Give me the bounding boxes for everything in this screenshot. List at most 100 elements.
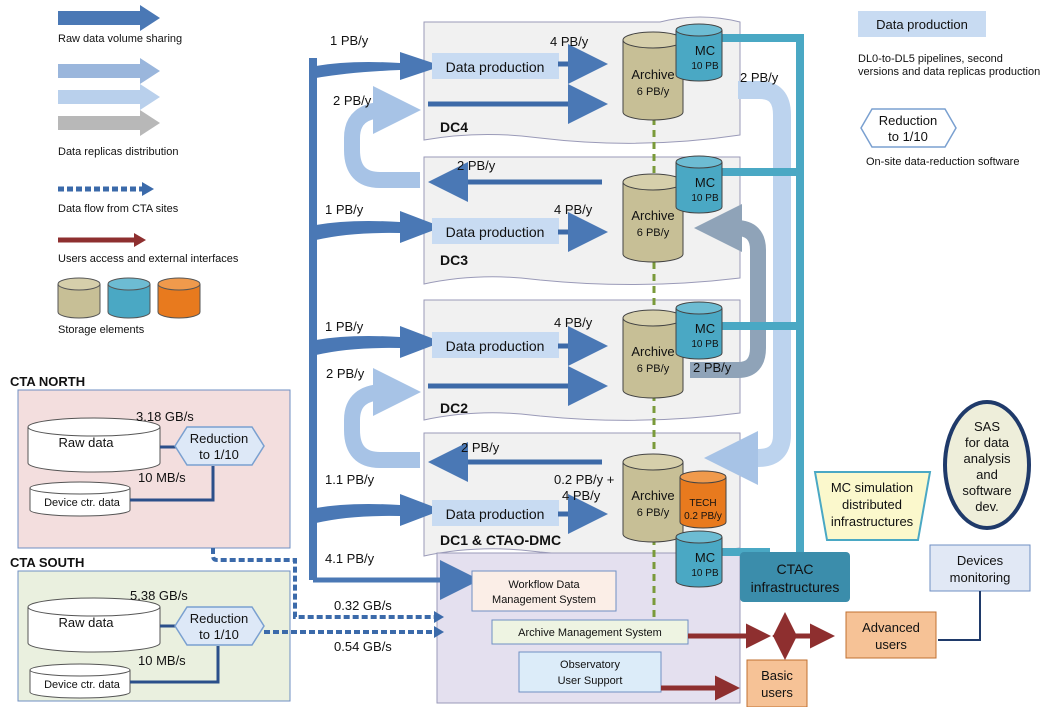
svg-text:User Support: User Support xyxy=(558,675,623,687)
replica-arrow-icon-2 xyxy=(58,84,160,110)
svg-text:MC: MC xyxy=(695,175,715,190)
workflow-data-management-box xyxy=(471,570,617,612)
svg-text:CTAC: CTAC xyxy=(776,561,813,577)
north-rate: 3.18 GB/s xyxy=(136,409,194,424)
svg-text:users: users xyxy=(761,685,793,700)
dc4-archive-cylinder xyxy=(622,40,684,121)
dc4-to-dc1-replica-arrow xyxy=(704,81,791,485)
svg-text:Device ctr. data: Device ctr. data xyxy=(44,679,121,691)
dc4-to-archive-rate: 4 PB/y xyxy=(550,34,589,49)
svg-text:6 PB/y: 6 PB/y xyxy=(637,86,670,98)
legend: Raw data volume sharing Data replicas di… xyxy=(57,5,1040,336)
svg-text:infrastructures: infrastructures xyxy=(751,579,840,595)
dc4-in-rate: 1 PB/y xyxy=(330,33,369,48)
svg-text:Raw data: Raw data xyxy=(59,615,115,630)
svg-text:analysis: analysis xyxy=(964,451,1011,466)
svg-text:Reduction: Reduction xyxy=(190,611,249,626)
svg-text:On-site data-reduction softwar: On-site data-reduction software xyxy=(866,156,1019,168)
south-out-rate: 0.54 GB/s xyxy=(334,639,392,654)
advanced-users-box[interactable] xyxy=(845,611,937,659)
svg-text:to 1/10: to 1/10 xyxy=(199,627,239,642)
raw-data-network xyxy=(309,52,480,600)
storage-dc1: Archive 6 PB/y TECH 0.2 PB/y MC 10 PB xyxy=(622,453,727,588)
south-device-cylinder xyxy=(29,670,131,699)
svg-text:Workflow Data: Workflow Data xyxy=(508,579,580,591)
dc2-out-rate: 2 PB/y xyxy=(693,360,732,375)
dc3-archive-cylinder xyxy=(622,182,684,263)
dc3-data-production xyxy=(432,218,559,244)
raw-sharing-arrow-icon xyxy=(58,5,160,31)
south-reduction-hexagon xyxy=(174,606,265,646)
legend-replicas: Data replicas distribution xyxy=(58,146,178,158)
dc1-data-production xyxy=(432,500,559,526)
data-production-row-dc2: Data production 4 PB/y 1 PB/y 2 PB/y DC2… xyxy=(325,315,732,416)
storage-icons xyxy=(57,277,201,319)
dc3-to-archive-rate: 4 PB/y xyxy=(554,202,593,217)
dc2-label: DC2 xyxy=(440,400,468,416)
dc4-out-rate: 2 PB/y xyxy=(740,70,779,85)
total-rate: 4.1 PB/y xyxy=(325,551,375,566)
south-rate: 5.38 GB/s xyxy=(130,588,188,603)
dc3-replica-out-rate: 2 PB/y xyxy=(457,158,496,173)
archive-management-system-box xyxy=(491,619,689,645)
north-device-cylinder xyxy=(29,488,131,517)
svg-text:Data production: Data production xyxy=(876,17,968,32)
svg-text:Data production: Data production xyxy=(446,506,545,522)
svg-text:TECH: TECH xyxy=(689,498,716,509)
dc3-raw-arrow xyxy=(316,211,442,243)
cta-north: CTA NORTH Raw data 3.18 GB/s Reduction t… xyxy=(10,374,291,549)
dc3-label: DC3 xyxy=(440,252,468,268)
svg-text:6 PB/y: 6 PB/y xyxy=(637,507,670,519)
svg-text:0.2 PB/y: 0.2 PB/y xyxy=(684,511,722,522)
svg-text:Advanced: Advanced xyxy=(862,620,920,635)
dc2-to-dc3-replica-arrow xyxy=(690,204,766,378)
north-device-rate: 10 MB/s xyxy=(138,470,186,485)
storage-dc4: Archive 6 PB/y MC 10 PB xyxy=(622,23,723,121)
storage-dc2: Archive 6 PB/y MC 10 PB xyxy=(622,301,723,399)
cta-north-title: CTA NORTH xyxy=(10,374,85,389)
svg-text:distributed: distributed xyxy=(842,497,902,512)
dc1-to-dc2-replica-arrow xyxy=(344,368,421,468)
dc1-mc-cylinder xyxy=(675,537,723,588)
svg-text:Reduction: Reduction xyxy=(190,431,249,446)
dc1-replica-out-rate: 2 PB/y xyxy=(461,440,500,455)
svg-text:monitoring: monitoring xyxy=(950,570,1011,585)
users-access-arrows xyxy=(661,612,835,701)
dc4-data-production xyxy=(432,53,559,79)
dc2-mc-cylinder xyxy=(675,308,723,360)
dc3-in-rate: 1 PB/y xyxy=(325,202,364,217)
svg-text:for data: for data xyxy=(965,435,1010,450)
dc1-in-rate: 1.1 PB/y xyxy=(325,472,375,487)
replica-arrow-icon-1 xyxy=(58,58,160,84)
dc1-to-archive-rate: 4 PB/y xyxy=(562,488,601,503)
mc-simulation-box xyxy=(813,471,932,541)
dc3-to-dc4-replica-arrow xyxy=(344,86,421,188)
dc2-raw-arrow xyxy=(316,326,442,358)
svg-text:MC: MC xyxy=(695,321,715,336)
svg-text:dev.: dev. xyxy=(975,499,999,514)
svg-text:Data production: Data production xyxy=(446,224,545,240)
svg-text:Devices: Devices xyxy=(957,553,1004,568)
south-raw-data-cylinder xyxy=(27,607,161,653)
svg-text:software: software xyxy=(962,483,1011,498)
svg-text:10 PB: 10 PB xyxy=(691,193,719,204)
dc2-archive-cylinder xyxy=(622,318,684,399)
svg-text:Archive: Archive xyxy=(631,344,674,359)
dc4-raw-arrow xyxy=(316,52,442,80)
svg-text:Archive: Archive xyxy=(631,67,674,82)
dc1-tech-cylinder xyxy=(679,477,727,529)
dc4-mc-cylinder xyxy=(675,30,723,82)
dc1-tech-in-rate: 0.2 PB/y + xyxy=(554,472,614,487)
legend-raw-sharing: Raw data volume sharing xyxy=(58,33,182,45)
svg-text:10 PB: 10 PB xyxy=(691,339,719,350)
dc2-to-archive-rate: 4 PB/y xyxy=(554,315,593,330)
svg-text:Reduction: Reduction xyxy=(879,113,938,128)
basic-users-box[interactable] xyxy=(746,659,808,707)
svg-text:Archive Management System: Archive Management System xyxy=(518,627,662,639)
svg-text:Device ctr. data: Device ctr. data xyxy=(44,497,121,509)
svg-text:Observatory: Observatory xyxy=(560,659,620,671)
svg-text:6 PB/y: 6 PB/y xyxy=(637,363,670,375)
north-raw-data-cylinder xyxy=(27,427,161,473)
svg-text:6 PB/y: 6 PB/y xyxy=(637,227,670,239)
